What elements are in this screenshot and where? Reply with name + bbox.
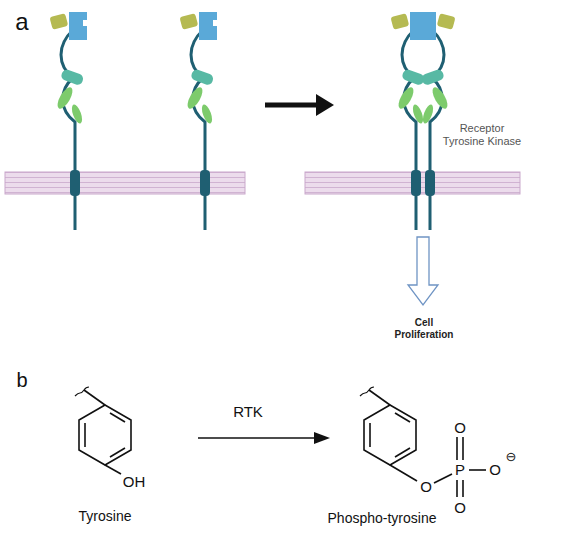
atom-label: O [454,419,466,436]
atom-label: OH [123,473,146,490]
atom-label: P [455,461,465,478]
compound-name: Tyrosine [79,508,132,524]
enzyme-label: RTK [233,403,263,420]
atom-label: O [454,499,466,516]
panel-letter: a [15,8,28,36]
compound-name: Phospho-tyrosine [328,510,437,526]
charge-symbol: ⊖ [506,450,517,465]
panel-letter: b [16,369,27,392]
atom-label: O [489,461,501,478]
part-name: Receptor Tyrosine Kinase [442,122,522,147]
outcome-label: Cell Proliferation [389,317,459,340]
atom-label: O [420,478,432,495]
